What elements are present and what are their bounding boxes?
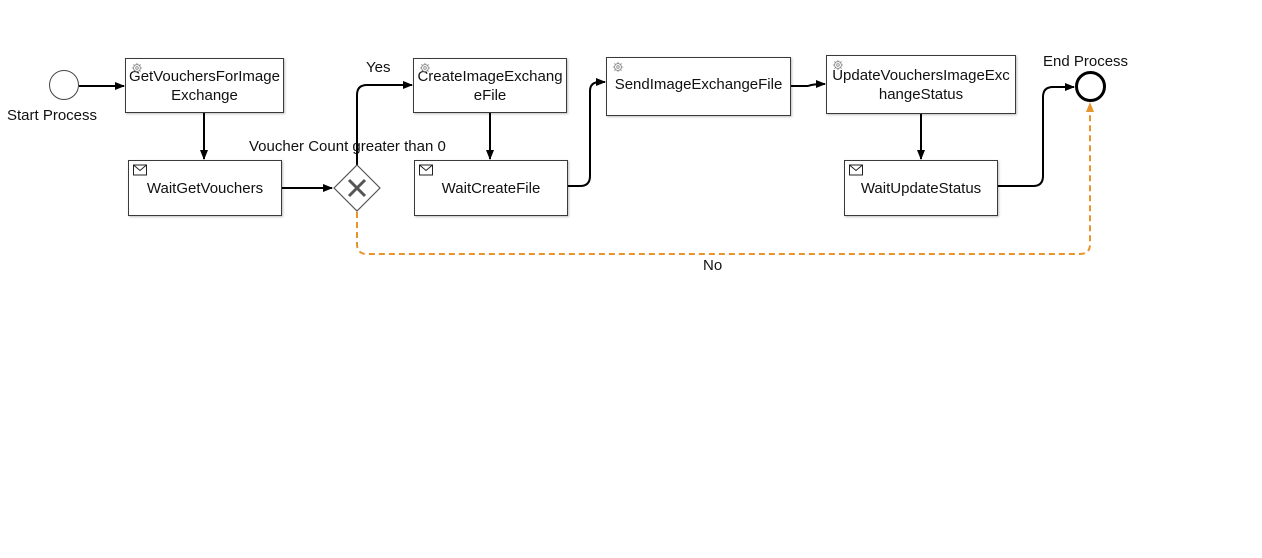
- gear-icon: [832, 59, 844, 71]
- envelope-icon: [419, 164, 433, 176]
- task-wait-update-status[interactable]: WaitUpdateStatus: [844, 160, 998, 216]
- exclusive-gateway[interactable]: [333, 164, 381, 212]
- flow-gateway-yes[interactable]: [356, 81, 413, 165]
- flow-no-label: No: [703, 257, 723, 274]
- start-event-label: Start Process: [7, 107, 98, 124]
- task-update-vouchers-status[interactable]: UpdateVouchersImageExchangeStatus: [826, 55, 1016, 114]
- task-label: WaitUpdateStatus: [860, 179, 982, 197]
- end-event-label: End Process: [1043, 53, 1129, 70]
- flow-yes-label: Yes: [366, 59, 391, 76]
- gear-icon: [131, 62, 143, 74]
- end-event[interactable]: [1075, 71, 1106, 102]
- exclusive-gateway-x-icon: [347, 178, 367, 198]
- task-label: UpdateVouchersImageExchangeStatus: [832, 66, 1010, 103]
- task-send-image-exchange-file[interactable]: SendImageExchangeFile: [606, 57, 791, 116]
- task-wait-create-file[interactable]: WaitCreateFile: [414, 160, 568, 216]
- envelope-icon: [133, 164, 147, 176]
- start-event[interactable]: [49, 70, 79, 100]
- task-create-image-exchange-file[interactable]: CreateImageExchangeFile: [413, 58, 567, 113]
- envelope-icon: [849, 164, 863, 176]
- task-label: SendImageExchangeFile: [614, 76, 783, 93]
- task-get-vouchers[interactable]: GetVouchersForImageExchange: [125, 58, 284, 113]
- gear-icon: [419, 62, 431, 74]
- task-label: GetVouchersForImageExchange: [129, 67, 280, 104]
- flow-gateway-no[interactable]: [356, 102, 1094, 255]
- gateway-label: Voucher Count greater than 0: [249, 138, 446, 155]
- task-wait-get-vouchers[interactable]: WaitGetVouchers: [128, 160, 282, 216]
- task-label: WaitGetVouchers: [146, 179, 264, 197]
- task-label: CreateImageExchangeFile: [417, 67, 563, 104]
- flow-waitcreate-to-send[interactable]: [568, 78, 606, 187]
- flow-waitupdate-to-end[interactable]: [998, 83, 1075, 187]
- gear-icon: [612, 61, 624, 73]
- flow-send-to-update[interactable]: [791, 80, 826, 89]
- task-label: WaitCreateFile: [441, 179, 541, 197]
